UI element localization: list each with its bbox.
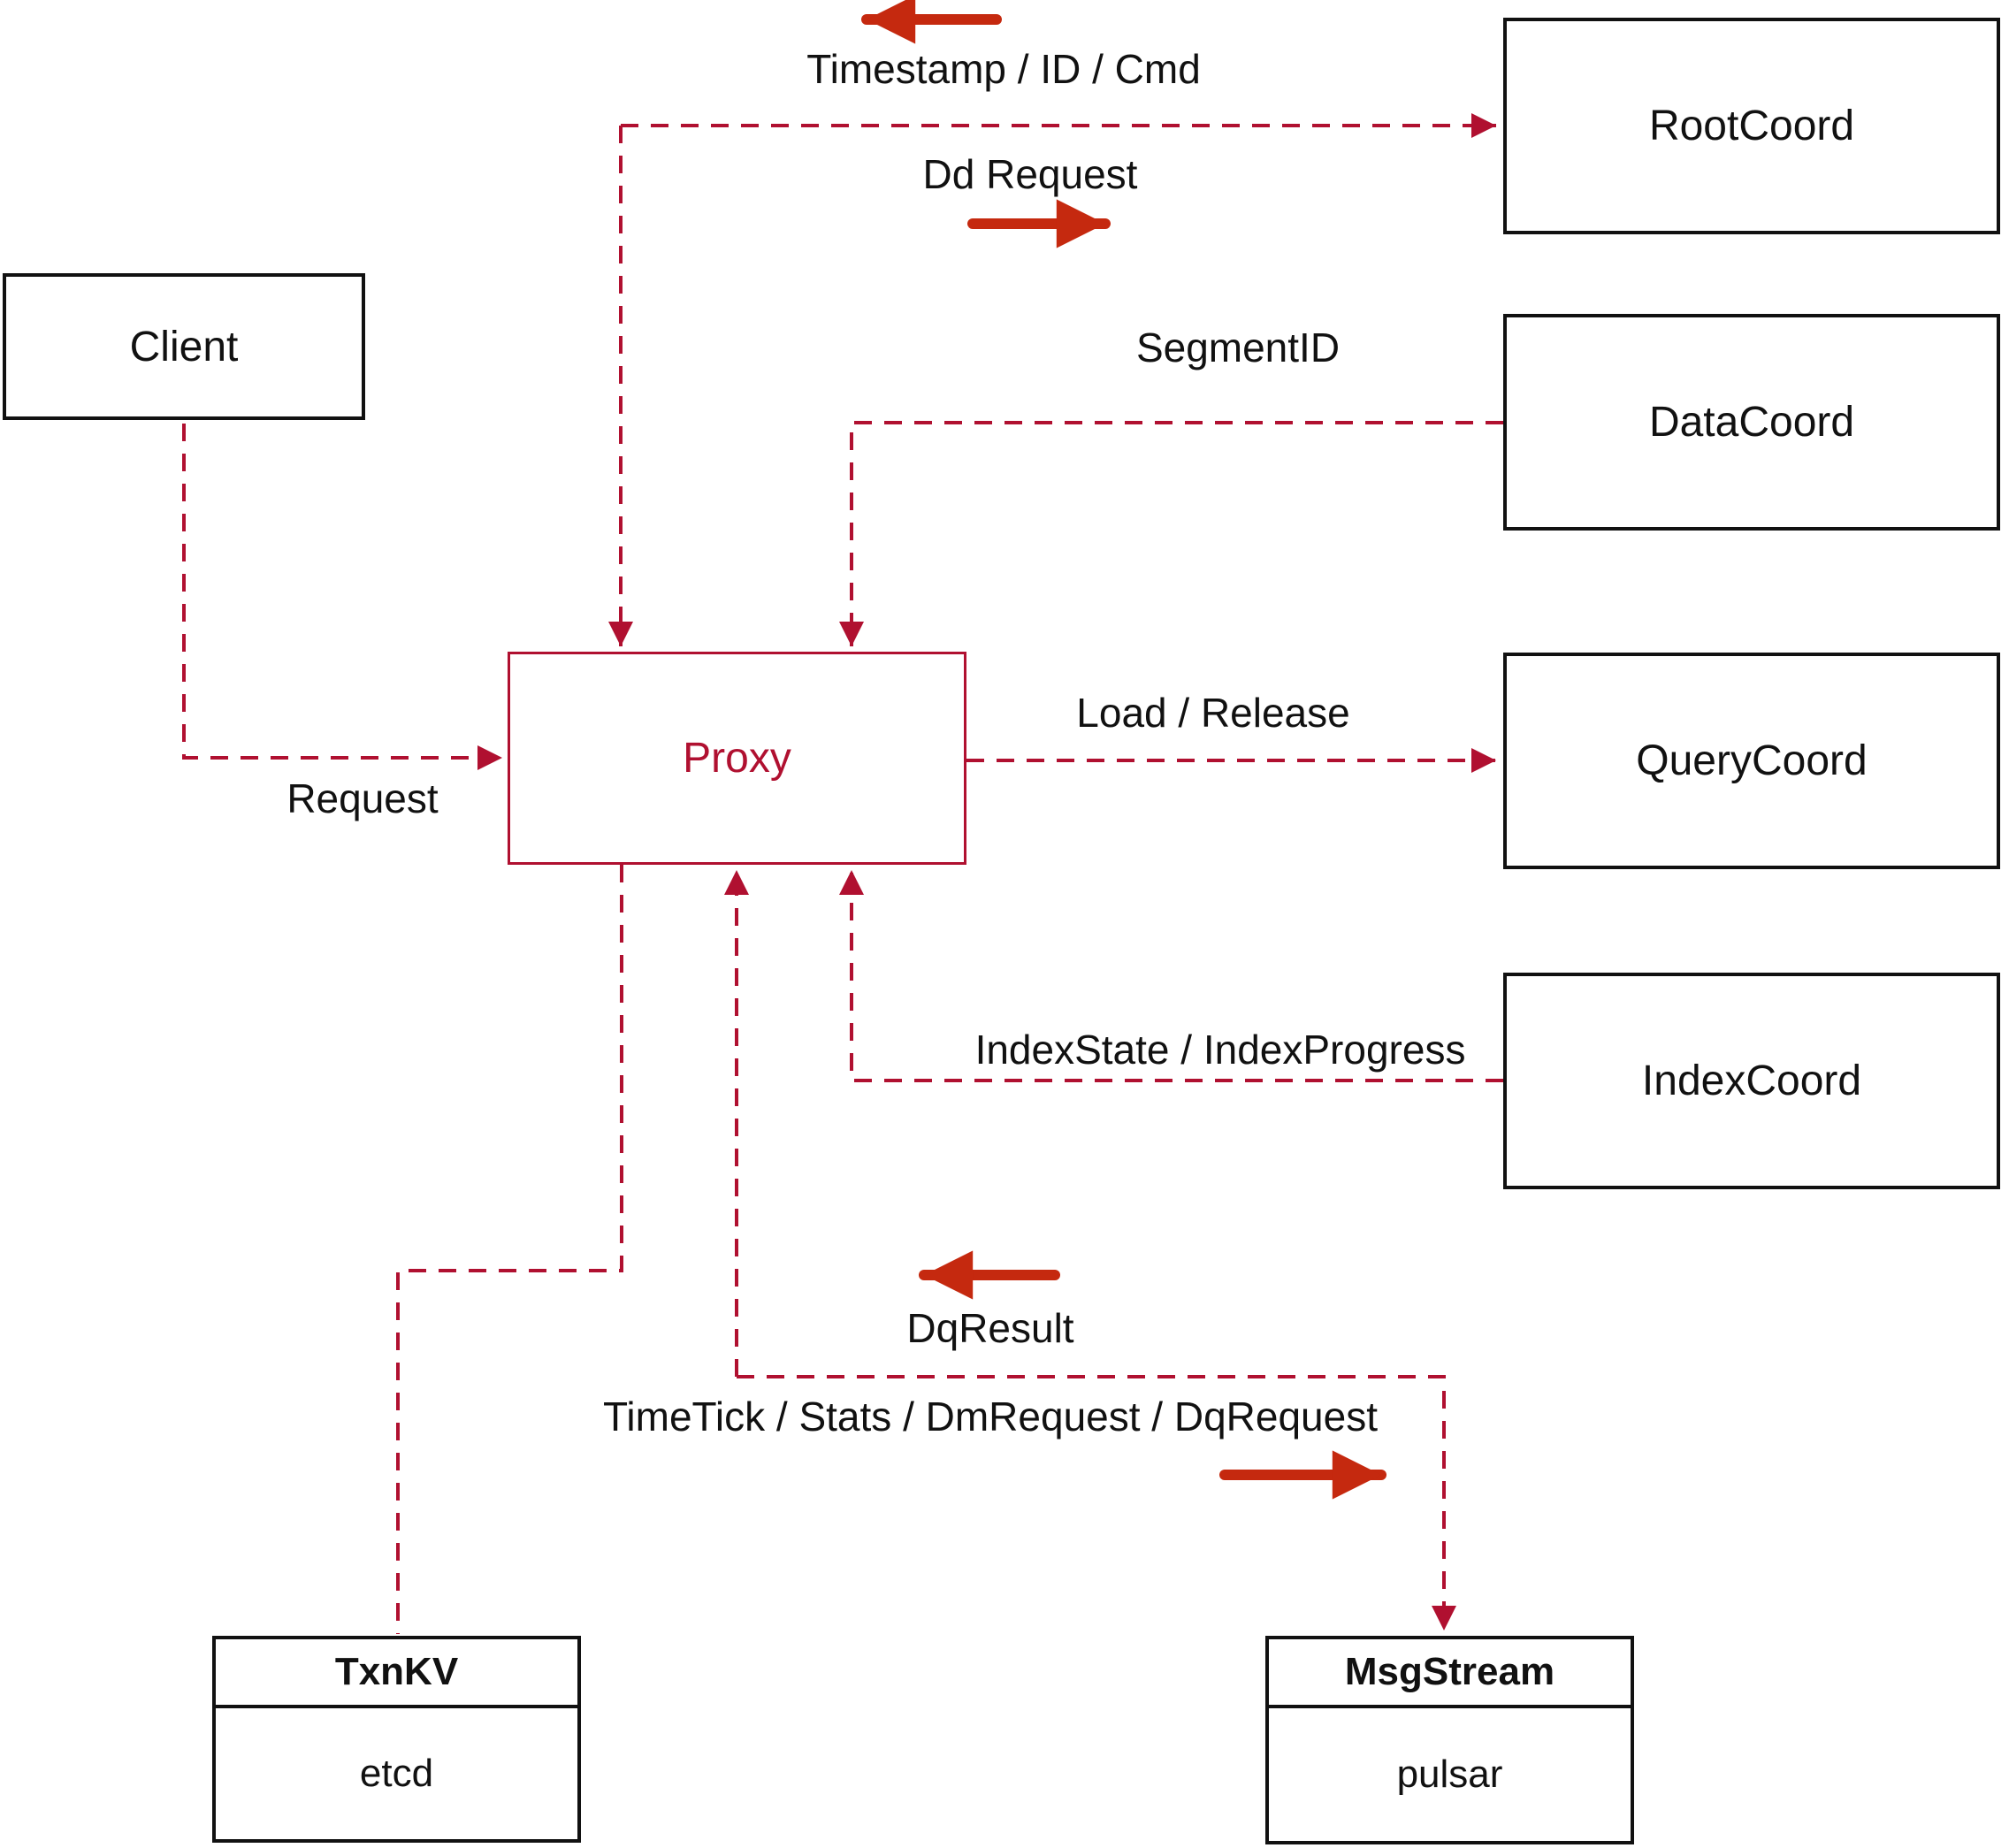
node-msgstream-impl: pulsar <box>1396 1753 1503 1796</box>
node-indexcoord-label: IndexCoord <box>1641 1058 1862 1104</box>
node-proxy-label: Proxy <box>683 735 791 782</box>
edge-label-index-state: IndexState / IndexProgress <box>974 1027 1466 1073</box>
node-indexcoord: IndexCoord <box>1503 973 2000 1189</box>
node-proxy: Proxy <box>508 652 966 865</box>
node-rootcoord: RootCoord <box>1503 18 2000 234</box>
edge-label-time-tick: TimeTick / Stats / DmRequest / DqRequest <box>603 1394 1378 1439</box>
node-msgstream-title: MsgStream <box>1269 1639 1631 1708</box>
node-querycoord-label: QueryCoord <box>1636 737 1868 784</box>
connector-datacoord-proxy <box>839 421 1503 646</box>
edge-label-load-release: Load / Release <box>1076 690 1350 736</box>
node-datacoord-label: DataCoord <box>1648 399 1855 446</box>
node-txnkv-title: TxnKV <box>216 1639 577 1708</box>
node-client: Client <box>3 273 365 420</box>
edge-label-request: Request <box>286 775 439 821</box>
connector-client-proxy <box>182 424 502 770</box>
node-txnkv-impl: etcd <box>359 1752 434 1795</box>
node-client-label: Client <box>129 323 239 370</box>
node-datacoord: DataCoord <box>1503 314 2000 531</box>
edge-label-timestamp: Timestamp / ID / Cmd <box>806 46 1201 92</box>
node-querycoord: QueryCoord <box>1503 653 2000 869</box>
node-msgstream: MsgStream pulsar <box>1265 1636 1634 1844</box>
connector-proxy-txnkv <box>396 865 623 1634</box>
edge-label-dd-request: Dd Request <box>922 151 1138 197</box>
edge-label-segment-id: SegmentID <box>1135 325 1341 370</box>
edge-label-dq-result: DqResult <box>906 1305 1074 1351</box>
node-rootcoord-label: RootCoord <box>1648 103 1855 149</box>
node-txnkv: TxnKV etcd <box>212 1636 581 1843</box>
